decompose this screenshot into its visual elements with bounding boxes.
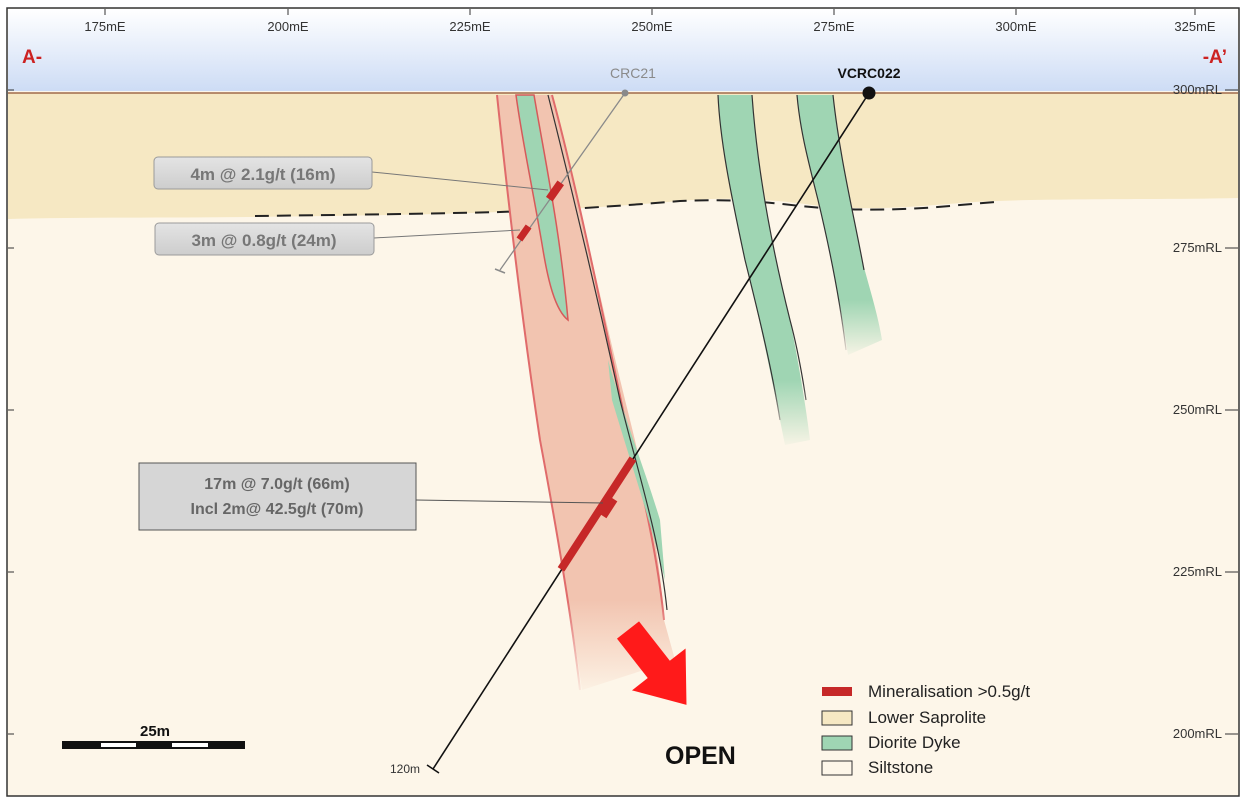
easting-label: 175mE xyxy=(84,19,126,34)
legend: Mineralisation >0.5g/t Lower Saprolite D… xyxy=(821,682,1030,777)
vcrc022-high-grade-70m xyxy=(594,493,618,519)
legend-label: Siltstone xyxy=(868,758,933,777)
section-header-band xyxy=(8,9,1238,91)
rl-label: 275mRL xyxy=(1173,240,1222,255)
scale-bar: 25m xyxy=(62,723,245,749)
easting-label: 225mE xyxy=(449,19,491,34)
drillhole-crc21-endcap xyxy=(494,268,506,274)
callout-2-leader xyxy=(373,229,521,239)
crc21-mineralisation-16m xyxy=(545,180,565,202)
drillhole-crc21-collar xyxy=(621,89,629,97)
drillhole-vcrc022-endcap xyxy=(426,764,440,774)
open-label: OPEN xyxy=(665,742,736,770)
intercept-callout-3-line1: 17m @ 7.0g/t (66m) xyxy=(204,476,349,493)
section-end-label: -A’ xyxy=(1203,47,1227,68)
section-start-label: A- xyxy=(22,47,42,68)
intercept-callout-3-line2: Incl 2m@ 42.5g/t (70m) xyxy=(191,501,364,518)
intercept-callout-1: 4m @ 2.1g/t (16m) xyxy=(153,156,373,190)
dyke-contact-line xyxy=(547,94,668,611)
dyke-fade-2 xyxy=(835,300,895,360)
intercept-callout-2-text: 3m @ 0.8g/t (24m) xyxy=(191,231,336,250)
callout-1-leader xyxy=(371,171,549,191)
diorite-dyke-lower-sliver xyxy=(608,360,665,580)
rl-labels: 300mRL 275mRL 250mRL 225mRL 200mRL xyxy=(1173,82,1222,741)
open-arrow-icon xyxy=(616,621,687,705)
rl-label: 225mRL xyxy=(1173,564,1222,579)
legend-swatch-dyke xyxy=(821,735,853,751)
legend-swatch-saprolite xyxy=(821,710,853,726)
diorite-dyke-east-1-edges xyxy=(717,94,807,421)
intercept-callout-2: 3m @ 0.8g/t (24m) xyxy=(154,222,375,256)
easting-labels: 175mE 200mE 225mE 250mE 275mE 300mE 325m… xyxy=(84,19,1216,34)
drillhole-vcrc022-trace xyxy=(432,92,870,770)
easting-label: 250mE xyxy=(631,19,673,34)
intercept-callout-3: 17m @ 7.0g/t (66m) Incl 2m@ 42.5g/t (70m… xyxy=(138,462,417,531)
rl-label: 200mRL xyxy=(1173,726,1222,741)
drillhole-vcrc022-collar xyxy=(862,86,876,100)
easting-label: 325mE xyxy=(1174,19,1216,34)
diorite-dyke-upper xyxy=(515,94,569,322)
drillhole-crc21-label: CRC21 xyxy=(610,65,656,81)
rl-label: 250mRL xyxy=(1173,402,1222,417)
easting-label: 200mE xyxy=(267,19,309,34)
intercept-callout-1-text: 4m @ 2.1g/t (16m) xyxy=(190,165,335,184)
callout-3-leader xyxy=(415,499,604,504)
diorite-dyke-east-1 xyxy=(718,95,810,445)
crc21-mineralisation-24m xyxy=(516,224,532,242)
legend-label: Lower Saprolite xyxy=(868,708,986,727)
legend-label: Mineralisation >0.5g/t xyxy=(868,682,1030,701)
easting-label: 300mE xyxy=(995,19,1037,34)
mineralised-zone-footwall xyxy=(551,94,665,621)
diorite-dyke-east-2 xyxy=(797,95,882,355)
legend-swatch-mineralisation xyxy=(822,687,852,696)
drillhole-vcrc022-label: VCRC022 xyxy=(837,65,900,81)
drillhole-vcrc022-depth: 120m xyxy=(390,762,420,776)
legend-swatch-siltstone xyxy=(821,760,853,776)
rl-label: 300mRL xyxy=(1173,82,1222,97)
easting-tick-marks xyxy=(104,9,1196,15)
legend-label: Diorite Dyke xyxy=(868,733,961,752)
rl-tick-marks xyxy=(8,89,1238,735)
dyke-fade-1 xyxy=(760,380,830,450)
vcrc022-mineralisation-66m xyxy=(557,456,637,572)
scale-bar-label: 25m xyxy=(140,723,170,740)
easting-label: 275mE xyxy=(813,19,855,34)
